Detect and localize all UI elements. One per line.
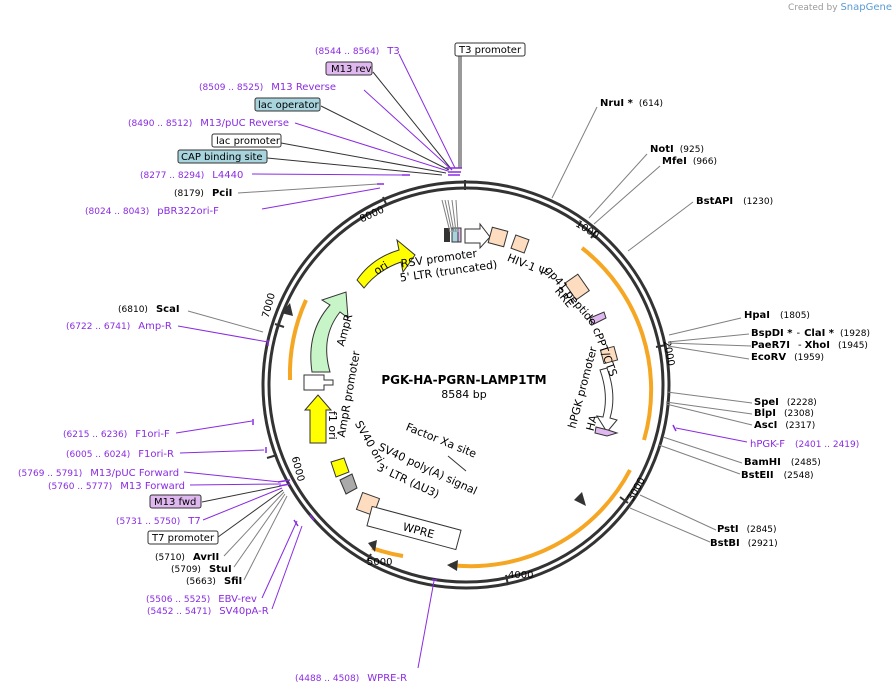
hpai-label: HpaI(1805) [744,310,810,321]
lac-promoter-label: lac promoter [216,136,281,147]
bstbi-label: BstBI(2921) [710,538,778,549]
lac-promoter-box [211,133,282,148]
bamhi-label: BamHI(2485) [744,457,821,468]
hiv-psi-block [487,226,509,248]
gp41-arrow [589,311,607,326]
left-top-leaders [237,53,462,233]
factorxa-label: Factor Xa site [404,420,478,460]
wpre-r-label: (4488 .. 4508)WPRE-R [295,673,407,684]
t3-promoter-label: T3 promoter [458,45,522,56]
avrii-label: (5710)AvrII [155,552,219,563]
pbr322-label: (8024 .. 8043)pBR322ori-F [85,206,219,217]
t7-promoter-box [147,530,219,545]
l4440-label: (8277 .. 8294)L4440 [140,170,243,181]
tick-marks [266,180,667,586]
credit-text: Created by [788,3,838,13]
mfei-label: MfeI(966) [662,156,717,167]
sfii-label: (5663)SfiI [186,576,242,587]
tick-4000: 4000 [508,570,533,581]
asci-label: AscI(2317) [754,420,815,431]
wpre-outline [366,505,462,551]
t3-label: (8544 .. 8564)T3 [315,46,400,57]
ecorv-label: EcoRV(1959) [751,352,824,363]
ltr5-block-3 [457,227,462,243]
amp-r-label: (6722 .. 6741)Amp-R [66,321,172,332]
cppt-block [599,345,619,365]
snapgene-logo-text: SnapGene [840,2,892,13]
ori-arrow [356,238,416,289]
f1ori-r-label: (6005 .. 6024)F1ori-R [66,449,174,460]
tick-8000: 8000 [358,205,386,226]
gp41-block [564,273,590,301]
m13-puc-reverse-label: (8490 .. 8512)M13/pUC Reverse [128,118,289,129]
cap-label: CAP binding site [181,152,263,163]
ori-label: ori [371,259,390,278]
left-top-primer-marks [377,167,462,185]
ltr3-block [339,473,358,495]
rre-block [510,234,530,254]
psti-label: PstI(2845) [717,524,777,535]
ampr-arrow [310,291,349,373]
blpi-label: BlpI(2308) [754,408,814,419]
m13-fwd-label: M13 fwd [154,497,196,508]
m13-fwd-box [149,494,202,509]
sv40pa-r-label: (5452 .. 5471)SV40pA-R [147,606,269,617]
m13-reverse-label: (8509 .. 8525)M13 Reverse [199,82,336,93]
pcii-label: (8179)PciI [174,188,232,199]
left-mid-leaders [175,310,269,454]
left-bottom-labels: (5769 .. 5791)M13/pUC Forward (5760 .. 5… [18,468,407,684]
snapgene-credit: Created by SnapGene [788,2,892,13]
t3-promoter-box [454,42,526,57]
wpre-r-leader [417,580,435,669]
hpgk-f-leader [675,427,748,443]
tick-3000: 3000 [626,476,648,504]
f1ori-label: f1 ori [326,411,339,440]
lac-operator-label: lac operator [258,100,319,111]
spei-label: SpeI(2228) [754,397,817,408]
left-mid-labels: (6810)ScaI (6722 .. 6741)Amp-R (6215 .. … [63,304,180,460]
ebv-rev-label: (5506 .. 5525)EBV-rev [146,594,257,605]
m13-rev-label: M13 rev [331,64,372,75]
gp41-label: gp41 peptide [542,264,599,329]
bstapi-label: BstAPI(1230) [696,196,773,207]
f1ori-f-label: (6215 .. 6236)F1ori-F [63,429,170,440]
ha-arrow [594,426,619,437]
amp-promoter-arrow [303,374,334,391]
m13-forward-label: (5760 .. 5777)M13 Forward [48,481,185,492]
tick-5000: 5000 [367,557,392,568]
left-bottom-leaders [183,471,303,610]
nrui-label: NruI *(614) [600,98,663,109]
ha-label: HA [584,413,601,432]
hpgk-f-label: hPGK-F(2401 .. 2419) [750,439,859,450]
cap-box [177,149,268,164]
features [303,222,619,551]
ampr-label: AmpR [334,312,355,347]
xhoi-label: PaeR7I-XhoI(1945) [751,340,868,351]
clai-label: BspDI *-ClaI *(1928) [751,328,870,339]
t7-promoter-label: T7 promoter [151,533,215,544]
ltr5-block [444,228,450,242]
m13-rev-box [325,61,373,76]
right-leader-lines [551,106,753,543]
left-top-labels: (8544 .. 8564)T3 M13 rev (8509 .. 8525)M… [85,42,526,217]
right-labels: NruI *(614) NotI(925) MfeI(966) BstAPI(1… [600,98,870,549]
ltr5-block-2 [451,227,459,243]
sv40ori-block [330,457,350,478]
plasmid-name: PGK-HA-PGRN-LAMP1TM [381,373,546,387]
left-bottom-primer-marks [252,340,677,581]
t7-label: (5731 .. 5750)T7 [116,516,201,527]
noti-label: NotI(925) [650,144,704,155]
m13-puc-forward-label: (5769 .. 5791)M13/pUC Forward [18,468,179,479]
rsv-promoter-arrow [464,222,491,250]
stui-label: (5709)StuI [171,564,232,575]
plasmid-size: 8584 bp [441,388,486,401]
f1-ori-arrow [303,394,333,444]
hiv-label: HIV-1 Ψ [505,251,549,279]
orf-arrowheads [281,303,586,571]
bsteii-label: BstEII(2548) [741,470,814,481]
lac-operator-box [254,97,321,112]
scai-label: (6810)ScaI [118,304,180,315]
hpgk-promoter-arrow [595,367,618,433]
